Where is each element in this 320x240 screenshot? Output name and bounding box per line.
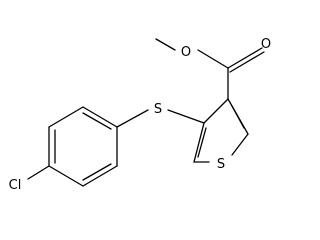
chlorophenyl-ring bbox=[27, 106, 118, 187]
ring-bond-c5-c4 bbox=[193, 122, 205, 163]
benzene-bond-5 bbox=[82, 165, 118, 187]
ring-inner-double-c3-c2 bbox=[231, 105, 245, 129]
benzene-bond-2 bbox=[48, 106, 84, 128]
thiophene-ring bbox=[193, 98, 249, 163]
s-aryl-bond bbox=[116, 109, 149, 128]
chemical-structure: O O S S Cl bbox=[9, 37, 271, 193]
benzene-bond-1 bbox=[82, 106, 118, 128]
carbonyl-double-bond-a bbox=[227, 47, 263, 69]
ring-sulfur-label: S bbox=[217, 157, 225, 172]
thioether-sulfur-label: S bbox=[154, 102, 162, 117]
aryl-cl-bond bbox=[27, 165, 50, 180]
o-carbonyl-carbon-bond bbox=[197, 49, 229, 69]
carbonyl-oxygen-label: O bbox=[261, 37, 271, 52]
ring-bond-c2-s bbox=[231, 133, 249, 156]
ester-oxygen-label: O bbox=[181, 45, 191, 60]
c4-s-bond bbox=[167, 109, 205, 124]
benzene-bond-4 bbox=[48, 165, 84, 187]
benzene-inner-double-1 bbox=[82, 112, 112, 130]
carbonyl-double-bond-b bbox=[229, 51, 265, 73]
ring-bond-c3-c4 bbox=[203, 98, 229, 124]
thioether-linkage bbox=[116, 109, 205, 128]
ring-inner-double-c5-c4 bbox=[197, 127, 207, 158]
methyl-ester-group bbox=[155, 38, 265, 100]
benzene-inner-double-3 bbox=[82, 163, 112, 181]
chlorine-label: Cl bbox=[9, 178, 22, 193]
methyl-o-bond bbox=[155, 38, 176, 51]
